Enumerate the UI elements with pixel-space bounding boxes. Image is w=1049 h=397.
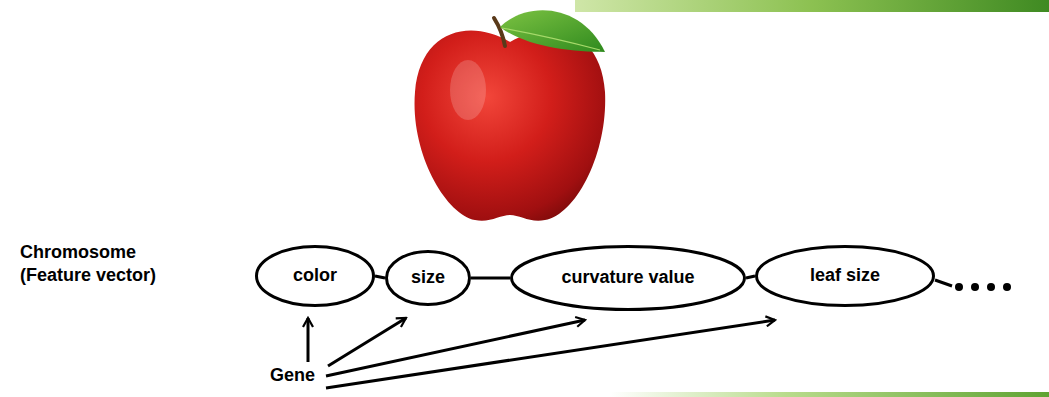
header-bar xyxy=(575,0,1049,12)
footer-bar xyxy=(610,392,1049,397)
gene-arrows xyxy=(308,318,775,388)
chain-link xyxy=(935,280,952,286)
continuation xyxy=(935,280,1011,291)
gene-arrow xyxy=(326,320,775,388)
chain-link xyxy=(375,276,385,278)
ellipse-outline xyxy=(257,247,374,306)
gene-ellipse: color xyxy=(255,245,375,307)
gene-ellipse: size xyxy=(385,250,471,306)
gene-name: size xyxy=(411,267,445,289)
chain-link xyxy=(471,277,510,280)
gene-ellipse: curvature value xyxy=(510,245,746,311)
chain-link xyxy=(746,276,755,278)
ellipsis-dot xyxy=(955,283,963,291)
gene-name: leaf size xyxy=(810,265,880,287)
ellipse-outline xyxy=(512,247,745,310)
gene-arrow xyxy=(328,318,406,366)
ellipsis-dot xyxy=(987,283,995,291)
axis-label: Chromosome (Feature vector) xyxy=(20,241,185,288)
gene-arrow xyxy=(307,318,310,362)
ellipse-outline xyxy=(387,252,470,305)
gene-name: curvature value xyxy=(561,267,694,289)
gene-name: color xyxy=(293,265,337,287)
apple-illustration xyxy=(415,10,606,220)
gene-ellipse: leaf size xyxy=(755,245,935,307)
ellipsis-dot xyxy=(1003,283,1011,291)
callout-label: Gene xyxy=(270,364,315,387)
ellipse-outline xyxy=(757,247,934,306)
ellipsis-dot xyxy=(971,283,979,291)
